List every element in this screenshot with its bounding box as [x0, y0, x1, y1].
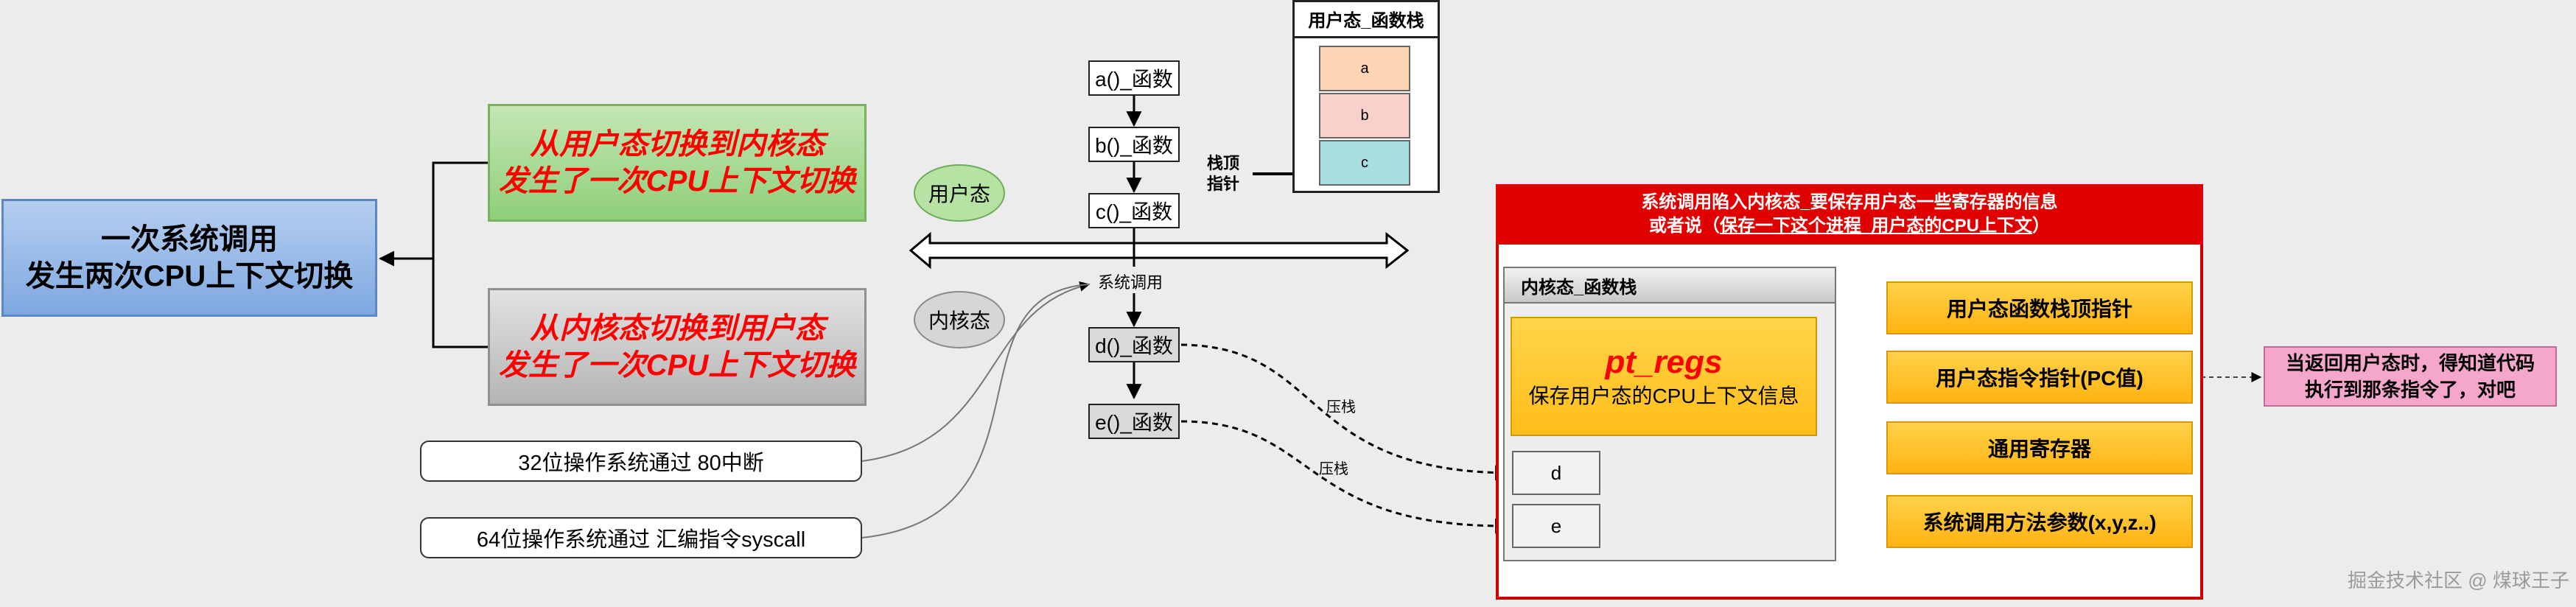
- single-syscall-box: 一次系统调用 发生两次CPU上下文切换: [1, 199, 377, 317]
- return-note-line1: 当返回用户态时，得知道代码: [2285, 352, 2535, 374]
- function-a: a()_函数: [1088, 60, 1180, 96]
- callout-curve-64: [861, 284, 1090, 538]
- stack-pointer-label: 栈顶 指针: [1207, 153, 1251, 194]
- kernel-panel-header: 系统调用陷入内核态_要保存用户态一些寄存器的信息 或者说（保存一下这个进程_用户…: [1496, 184, 2203, 245]
- switch-to-user-line2: 发生了一次CPU上下文切换: [498, 349, 856, 382]
- callout-curve-32: [861, 281, 1091, 462]
- saved-item-stack-pointer: 用户态函数栈顶指针: [1886, 281, 2193, 334]
- return-note: 当返回用户态时，得知道代码 执行到那条指令了，对吧: [2264, 346, 2557, 407]
- kernel-header-line2: 或者说（保存一下这个进程_用户态的CPU上下文）: [1649, 214, 2050, 238]
- kernel-stack-cell-e: e: [1512, 504, 1600, 548]
- function-e: e()_函数: [1088, 404, 1180, 439]
- user-to-kernel-switch-box: 从用户态切换到内核态 发生了一次CPU上下文切换: [488, 104, 867, 222]
- syscall-label: 系统调用: [1098, 273, 1163, 292]
- saved-item-syscall-args: 系统调用方法参数(x,y,z..): [1886, 495, 2193, 548]
- pt-regs-box: pt_regs 保存用户态的CPU上下文信息: [1511, 317, 1817, 436]
- kernel-header-line1: 系统调用陷入内核态_要保存用户态一些寄存器的信息: [1641, 192, 2058, 212]
- return-note-line2: 执行到那条指令了，对吧: [2304, 379, 2516, 401]
- pt-regs-description: 保存用户态的CPU上下文信息: [1528, 385, 1799, 407]
- push-curve-e: [1180, 420, 1511, 534]
- user-stack-title: 用户态_函数栈: [1292, 1, 1440, 38]
- kernel-to-user-switch-box: 从内核态切换到用户态 发生了一次CPU上下文切换: [488, 288, 867, 406]
- push-label-d: 压栈: [1326, 399, 1356, 415]
- switch-to-kernel-line1: 从用户态切换到内核态: [530, 128, 825, 161]
- switch-to-user-line1: 从内核态切换到用户态: [530, 312, 825, 345]
- stack-pointer-line1: 栈顶: [1207, 154, 1240, 172]
- user-mode-ellipse: 用户态: [914, 164, 1005, 222]
- user-stack-cell-c: c: [1319, 140, 1410, 186]
- push-curve-d: [1180, 343, 1511, 481]
- function-b: b()_函数: [1088, 127, 1180, 162]
- callout-64bit: 64位操作系统通过 汇编指令syscall: [420, 517, 862, 558]
- function-d: d()_函数: [1088, 327, 1180, 362]
- stack-pointer-line2: 指针: [1207, 175, 1240, 193]
- user-stack-cell-b: b: [1319, 93, 1410, 138]
- main-box-line1: 一次系统调用: [101, 223, 278, 256]
- saved-item-pc: 用户态指令指针(PC值): [1886, 351, 2193, 404]
- watermark: 掘金技术社区 @ 煤球王子: [2348, 569, 2569, 592]
- push-label-e: 压栈: [1319, 461, 1348, 477]
- mode-boundary-arrow: [909, 231, 1410, 270]
- main-box-line2: 发生两次CPU上下文切换: [25, 260, 354, 292]
- kernel-header-underlined: 保存一下这个进程_用户态的CPU上下文: [1719, 216, 2033, 236]
- callout-32bit: 32位操作系统通过 80中断: [420, 441, 862, 482]
- pt-regs-name: pt_regs: [1605, 344, 1723, 380]
- user-stack-cell-a: a: [1319, 46, 1410, 91]
- kernel-header-prefix: 或者说（: [1648, 216, 1720, 236]
- saved-item-registers: 通用寄存器: [1886, 421, 2193, 474]
- switch-to-kernel-line2: 发生了一次CPU上下文切换: [498, 165, 856, 197]
- bracket-connector: [380, 161, 488, 348]
- kernel-stack-cell-d: d: [1512, 451, 1600, 495]
- kernel-mode-ellipse: 内核态: [914, 291, 1005, 348]
- kernel-header-suffix: ）: [2032, 216, 2051, 236]
- kernel-stack-title: 内核态_函数栈: [1503, 267, 1836, 304]
- function-c: c()_函数: [1088, 193, 1180, 228]
